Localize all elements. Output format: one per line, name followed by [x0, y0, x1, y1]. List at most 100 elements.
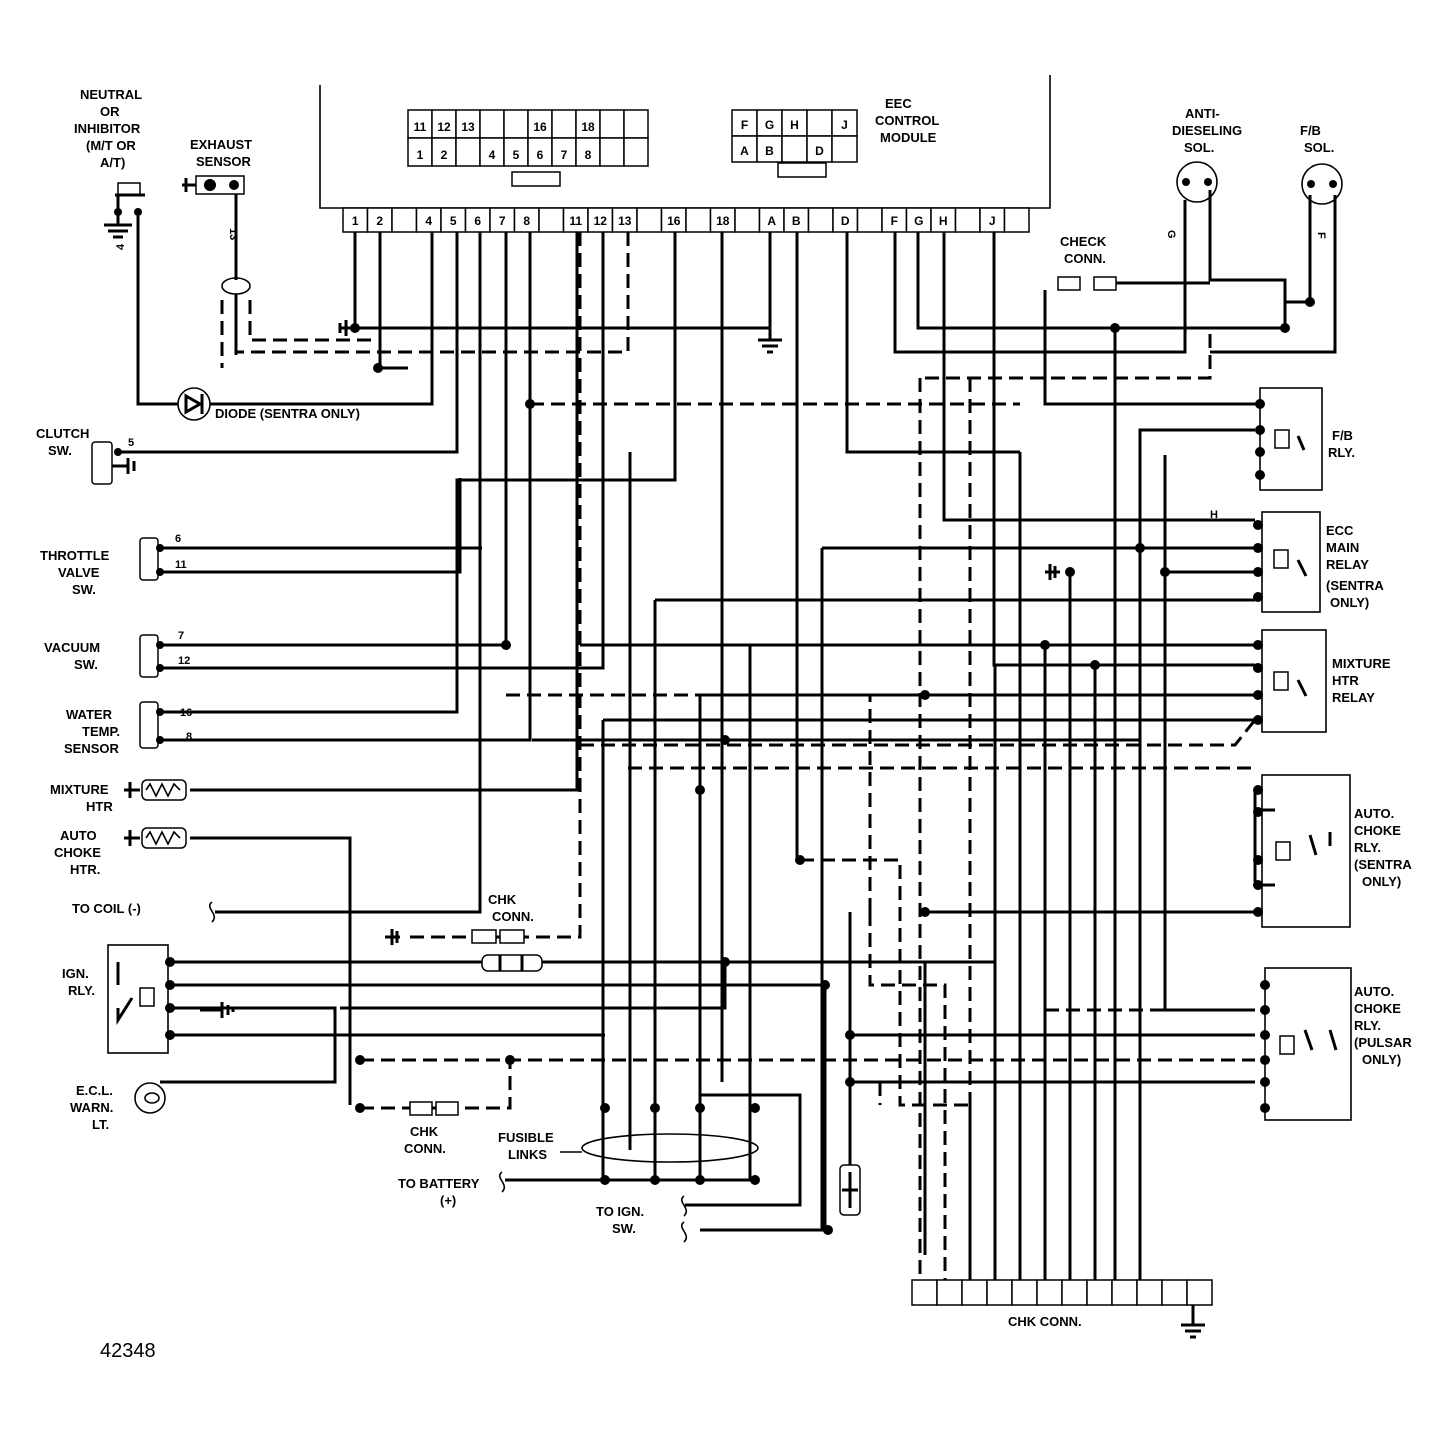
neutral-label-4: (M/T OR [86, 138, 136, 153]
check-conn-top: CHECK CONN. [1057, 234, 1210, 291]
ecl-warn-light: E.C.L. WARN. LT. [70, 1082, 166, 1132]
choke-pulsar-label-2: CHOKE [1354, 1001, 1401, 1016]
ecc-main-label-3: RELAY [1326, 557, 1369, 572]
grid-right-cell [831, 109, 858, 137]
junction-dot [1253, 907, 1263, 917]
grid-left-cell-label: 1 [417, 148, 424, 162]
choke-sentra-label-3: RLY. [1354, 840, 1381, 855]
module-title-2: CONTROL [875, 113, 939, 128]
grid-right-cell [806, 109, 833, 137]
chk-strip-cell [986, 1279, 1013, 1306]
water-label-1: WATER [66, 707, 113, 722]
fb-solenoid: F/B SOL. F [1300, 123, 1343, 239]
grid-left-cell-label: 4 [489, 148, 496, 162]
water-temp-sensor: WATER TEMP. SENSOR 16 8 [64, 701, 192, 756]
choke-sentra-label-1: AUTO. [1354, 806, 1394, 821]
fb-relay: F/B RLY. [1259, 387, 1355, 491]
grid-right-cell [781, 135, 808, 163]
grid-left-cell [503, 109, 529, 139]
junction-dot [165, 980, 175, 990]
mixture-heater: MIXTURE HTR [50, 779, 187, 814]
chk-conn-middle: CHK CONN. [385, 892, 543, 972]
neutral-label-5: A/T) [100, 155, 125, 170]
terminal-cell [636, 207, 663, 233]
junction-dot [525, 399, 535, 409]
grid-left-cell [599, 109, 625, 139]
junction-dot [845, 1077, 855, 1087]
ecc-main-label-5: ONLY) [1330, 595, 1369, 610]
grid-left-cell-label: 5 [513, 148, 520, 162]
terminal-cell [660, 207, 687, 233]
auto-choke-htr-label-3: HTR. [70, 862, 100, 877]
junction-dot [695, 1175, 705, 1185]
terminal-label: 4 [425, 214, 432, 228]
chk-conn-bottom-label: CHK CONN. [1008, 1314, 1082, 1329]
chk-strip-cell [961, 1279, 988, 1306]
anti-dieseling-label-2: DIESELING [1172, 123, 1242, 138]
grid-left-cell [455, 137, 481, 167]
junction-dot [165, 957, 175, 967]
anti-dieseling-label-1: ANTI- [1185, 106, 1220, 121]
fb-rly-label-1: F/B [1332, 428, 1353, 443]
terminal-cell [611, 207, 638, 233]
grid-right-cell-label: D [815, 144, 824, 158]
dashed-wires [220, 232, 1257, 1280]
grid-left-cell [479, 109, 505, 139]
terminal-label: 11 [569, 214, 582, 228]
auto-choke-relay-pulsar: AUTO. CHOKE RLY. (PULSAR ONLY) [1264, 967, 1412, 1121]
clutch-label-1: CLUTCH [36, 426, 89, 441]
terminal-cell [856, 207, 883, 233]
clutch-switch: CLUTCH SW. 5 [36, 426, 136, 485]
diode-label: DIODE (SENTRA ONLY) [215, 406, 360, 421]
fusible-label-2: LINKS [508, 1147, 547, 1162]
junction-dot [823, 1225, 833, 1235]
ecl-label-3: LT. [92, 1117, 109, 1132]
terminal-label: 7 [499, 214, 506, 228]
chk-strip-cell [1086, 1279, 1113, 1306]
grid-left-cell-label: 7 [561, 148, 568, 162]
chk-conn-low-label-1: CHK [410, 1124, 439, 1139]
terminal-cell [1003, 207, 1030, 233]
exhaust-sensor: EXHAUST SENSOR 13 [182, 137, 252, 355]
chk-conn-mid-label-2: CONN. [492, 909, 534, 924]
anti-dieseling-label-3: SOL. [1184, 140, 1214, 155]
ign-rly-label-2: RLY. [68, 983, 95, 998]
wire-label-6: 6 [175, 533, 181, 545]
grid-left-cell [407, 137, 433, 167]
to-ign-sw-label-1: TO IGN. [596, 1204, 644, 1219]
vacuum-switch: VACUUM SW. 7 12 [44, 630, 190, 678]
ecc-main-label-2: MAIN [1326, 540, 1359, 555]
vacuum-label-2: SW. [74, 657, 98, 672]
junction-dot [1160, 567, 1170, 577]
mixture-htr-relay: MIXTURE HTR RELAY [1261, 629, 1391, 733]
terminal-label: 8 [523, 214, 530, 228]
terminal-label: 18 [716, 214, 730, 228]
grid-left-cell [623, 109, 649, 139]
junction-dot [1253, 880, 1263, 890]
junction-dot [1253, 715, 1263, 725]
wire-label-13: 13 [227, 228, 239, 240]
connector-latch-right [777, 162, 827, 178]
inline-fuse [839, 1164, 861, 1216]
grid-right-cell [731, 135, 758, 163]
junction-dot [1253, 543, 1263, 553]
chk-conn-mid-label-1: CHK [488, 892, 517, 907]
figure-number: 42348 [100, 1340, 156, 1362]
terminal-cell [391, 207, 418, 233]
choke-pulsar-label-5: ONLY) [1362, 1052, 1401, 1067]
clutch-label-2: SW. [48, 443, 72, 458]
junction-dot [1253, 663, 1263, 673]
terminal-cell [513, 207, 540, 233]
grid-left-cell [503, 137, 529, 167]
grid-left-cell [551, 109, 577, 139]
mixture-relay-label-1: MIXTURE [1332, 656, 1391, 671]
terminal-cell [979, 207, 1006, 233]
fb-rly-label-2: RLY. [1328, 445, 1355, 460]
grid-right-cell-label: F [741, 118, 748, 132]
junction-dot [1090, 660, 1100, 670]
fusible-label-1: FUSIBLE [498, 1130, 554, 1145]
chk-strip-cell [1136, 1279, 1163, 1306]
grid-left-cell [479, 137, 505, 167]
wire-label-8: 8 [186, 731, 192, 743]
